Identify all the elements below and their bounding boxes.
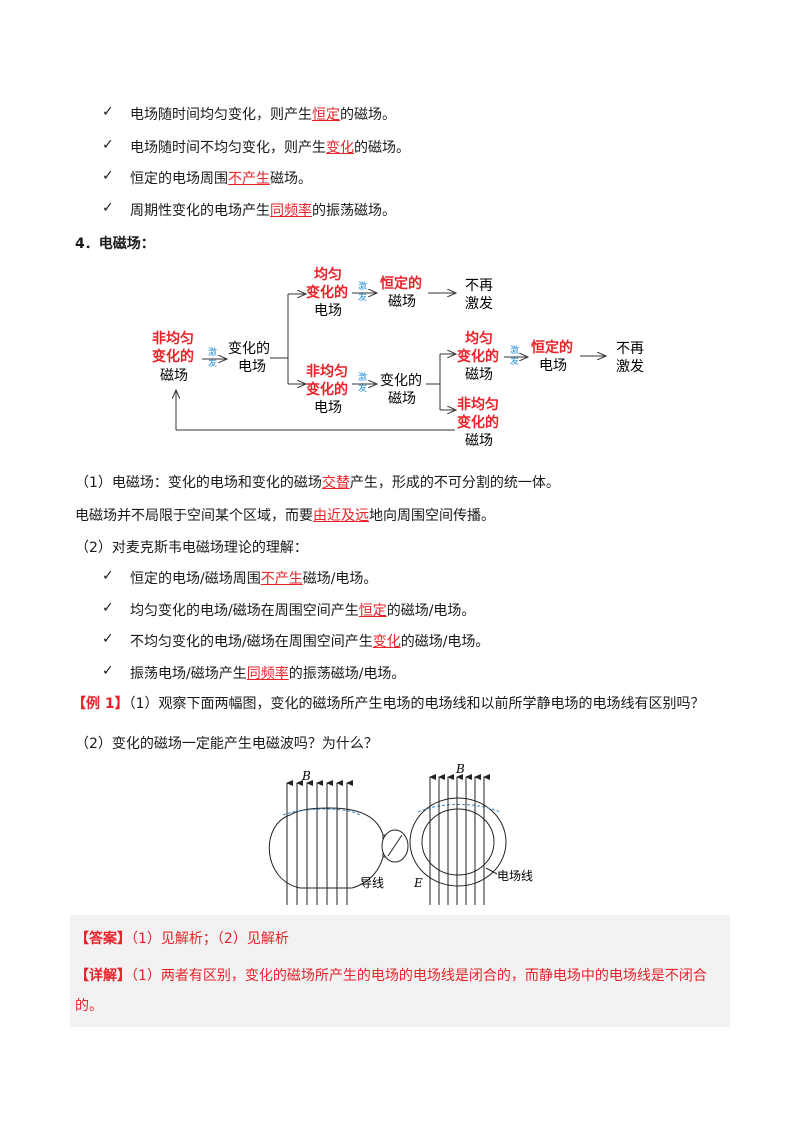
- mid-black: 电场: [314, 400, 342, 416]
- top-result-red: 恒定的: [380, 275, 422, 292]
- check-icon: ✓: [102, 663, 114, 679]
- list-item: 恒定的电场周围不产生磁场。: [130, 171, 312, 187]
- list-item: 恒定的电场/磁场周围不产生磁场/电场。: [130, 571, 378, 587]
- top-end-1: 不再: [465, 278, 493, 294]
- left-dashed-field-line: [282, 808, 361, 816]
- top-result-black: 磁场: [388, 294, 416, 310]
- outer-ring: [409, 797, 507, 887]
- label-field-line: 电场线: [497, 869, 533, 883]
- mid-red-1: 非均匀: [306, 363, 348, 380]
- detail-line-1: 【详解】（1）两者有区别，变化的磁场所产生的电场的电场线是闭合的，而静电场中的电…: [75, 968, 707, 984]
- top-black: 电场: [314, 303, 342, 319]
- mid-result-1: 变化的: [380, 373, 422, 389]
- list-item: 振荡电场/磁场产生同频率的振荡磁场/电场。: [130, 666, 406, 682]
- meter-needle: [387, 834, 403, 857]
- r-bot-red-2: 变化的: [457, 414, 499, 431]
- r-bot-red-1: 非均匀: [457, 396, 499, 413]
- excite-label: 发: [358, 291, 367, 303]
- check-icon: ✓: [102, 104, 114, 120]
- label-wire: 导线: [360, 876, 384, 890]
- flow-start-red-1: 非均匀: [152, 330, 194, 347]
- label-b-left: B: [301, 769, 311, 783]
- excite-label: 激: [358, 371, 367, 383]
- mid-red-2: 变化的: [306, 381, 348, 398]
- detail-line-2: 的。: [75, 998, 103, 1014]
- paragraph: （1）电磁场：变化的电场和变化的磁场交替产生，形成的不可分割的统一体。: [75, 475, 560, 491]
- label-e: E: [413, 876, 423, 890]
- list-item: 不均匀变化的电场/磁场在周围空间产生变化的磁场/电场。: [130, 634, 490, 650]
- r-result-red: 恒定的: [531, 339, 573, 356]
- pointer-line: [485, 867, 498, 875]
- check-icon: ✓: [102, 600, 114, 616]
- answer-box: [70, 915, 730, 1027]
- answer-line: 【答案】（1）见解析；（2）见解析: [75, 931, 289, 947]
- list-item: 电场随时间均匀变化，则产生恒定的磁场。: [130, 107, 396, 123]
- r-end-2: 激发: [616, 358, 644, 375]
- check-icon: ✓: [102, 137, 114, 153]
- example-question-1: 【例 1】（1）观察下面两幅图，变化的磁场所产生电场的电场线和以前所学静电场的电…: [72, 696, 705, 712]
- left-loop-outline: [268, 807, 387, 889]
- magnetic-field-figure: B 导线 B E 电场线: [268, 762, 533, 905]
- label-b-right: B: [455, 762, 465, 776]
- flow-start-black: 磁场: [160, 368, 188, 384]
- excite-label: 发: [358, 382, 367, 394]
- list-item: 电场随时间不均匀变化，则产生变化的磁场。: [130, 140, 410, 156]
- paragraph: 电磁场并不局限于空间某个区域，而要由近及远地向周围空间传播。: [75, 508, 495, 524]
- check-icon: ✓: [102, 168, 114, 184]
- list-item: 周期性变化的电场产生同频率的振荡磁场。: [130, 203, 396, 219]
- flow-changing-e-2: 电场: [238, 359, 266, 375]
- excite-label: 激: [510, 344, 519, 356]
- right-b-field-lines: [429, 774, 490, 905]
- r-top-red-2: 变化的: [457, 348, 499, 365]
- top-red-2: 变化的: [306, 284, 348, 301]
- em-field-flow-diagram: 非均匀 变化的 磁场 激 发 变化的 电场 均匀 变化的 电场 激 发 恒定的 …: [152, 266, 644, 449]
- r-top-red-1: 均匀: [465, 330, 493, 347]
- excite-label: 激: [358, 280, 367, 292]
- excite-label: 激: [208, 346, 217, 358]
- excite-label: 发: [208, 357, 217, 369]
- left-b-field-lines: [286, 780, 353, 905]
- example-question-2: （2）变化的磁场一定能产生电磁波吗？为什么？: [75, 736, 378, 752]
- check-icon: ✓: [102, 568, 114, 584]
- r-bot-black: 磁场: [465, 433, 493, 449]
- section-heading: 4．电磁场：: [75, 236, 155, 252]
- flow-changing-e-1: 变化的: [228, 341, 270, 357]
- excite-label: 发: [510, 355, 519, 367]
- mid-result-2: 磁场: [388, 391, 416, 407]
- flow-start-red-2: 变化的: [152, 348, 194, 365]
- inner-ring: [421, 808, 495, 876]
- paragraph: （2）对麦克斯韦电磁场理论的理解：: [75, 540, 308, 556]
- r-result-black: 电场: [539, 358, 567, 374]
- list-item: 均匀变化的电场/磁场在周围空间产生恒定的磁场/电场。: [130, 603, 476, 619]
- check-icon: ✓: [102, 200, 114, 216]
- top-red-1: 均匀: [314, 266, 342, 283]
- r-top-black: 磁场: [465, 367, 493, 383]
- right-dashed-field-line: [417, 804, 501, 813]
- r-end-1: 不再: [616, 341, 644, 357]
- top-end-2: 激发: [465, 295, 493, 312]
- check-icon: ✓: [102, 631, 114, 647]
